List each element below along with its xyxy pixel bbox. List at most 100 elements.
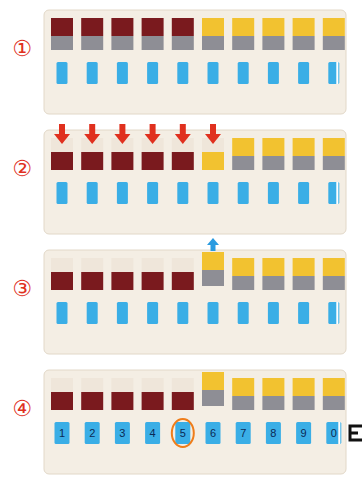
piece-top bbox=[172, 18, 194, 36]
push-arrow-head bbox=[175, 134, 191, 144]
piece-top-down bbox=[51, 272, 73, 290]
push-arrow-head bbox=[54, 134, 70, 144]
key-number: 4 bbox=[146, 423, 160, 443]
piece-top bbox=[323, 138, 345, 156]
piece-gap bbox=[111, 258, 133, 272]
step-number: ④ bbox=[6, 396, 38, 422]
piece-base bbox=[81, 36, 103, 50]
piece-gap bbox=[111, 378, 133, 392]
blue-key bbox=[266, 422, 281, 444]
piece-base bbox=[202, 270, 224, 286]
push-arrow-shaft bbox=[59, 124, 65, 134]
piece-top bbox=[232, 258, 254, 276]
key-stripe bbox=[336, 302, 338, 324]
blue-key bbox=[117, 182, 128, 204]
piece-base bbox=[323, 396, 345, 410]
push-arrow-shaft bbox=[180, 124, 186, 134]
blue-key bbox=[57, 302, 68, 324]
blue-key bbox=[238, 62, 249, 84]
return-mark bbox=[350, 426, 362, 440]
panel-ground bbox=[44, 370, 346, 474]
piece-base bbox=[293, 396, 315, 410]
blue-key bbox=[57, 182, 68, 204]
piece-base bbox=[172, 36, 194, 50]
blue-key bbox=[208, 182, 219, 204]
push-arrow-head bbox=[84, 134, 100, 144]
piece-top bbox=[232, 18, 254, 36]
piece-base bbox=[51, 36, 73, 50]
panel-ground bbox=[44, 250, 346, 354]
key-number: 8 bbox=[266, 423, 280, 443]
blue-key bbox=[177, 62, 188, 84]
key-number: 6 bbox=[206, 423, 220, 443]
blue-key bbox=[87, 182, 98, 204]
blue-key bbox=[268, 182, 279, 204]
blue-key bbox=[268, 62, 279, 84]
piece-top bbox=[142, 18, 164, 36]
piece-top bbox=[51, 18, 73, 36]
piece-top-down bbox=[172, 152, 194, 170]
piece-gap bbox=[51, 378, 73, 392]
blue-key bbox=[208, 62, 219, 84]
key-number: 0 bbox=[327, 423, 341, 443]
blue-key bbox=[328, 62, 339, 84]
blue-key bbox=[117, 302, 128, 324]
lift-arrow-head bbox=[207, 238, 219, 245]
blue-key bbox=[298, 302, 309, 324]
piece-base bbox=[232, 156, 254, 170]
piece-top bbox=[293, 138, 315, 156]
blue-key bbox=[57, 62, 68, 84]
push-arrow-head bbox=[205, 134, 221, 144]
piece-base bbox=[262, 156, 284, 170]
piece-top bbox=[262, 138, 284, 156]
blue-key bbox=[175, 422, 190, 444]
blue-key bbox=[147, 62, 158, 84]
blue-key bbox=[85, 422, 100, 444]
piece-top bbox=[232, 138, 254, 156]
piece-base bbox=[262, 36, 284, 50]
push-arrow-head bbox=[114, 134, 130, 144]
blue-key bbox=[238, 182, 249, 204]
panel-ground bbox=[44, 130, 346, 234]
piece-top-down bbox=[51, 392, 73, 410]
push-arrow-shaft bbox=[89, 124, 95, 134]
key-number: 7 bbox=[236, 423, 250, 443]
key-number: 1 bbox=[55, 423, 69, 443]
key-number: 2 bbox=[85, 423, 99, 443]
blue-key bbox=[238, 302, 249, 324]
piece-top-down bbox=[111, 272, 133, 290]
piece-base bbox=[293, 156, 315, 170]
piece-top bbox=[293, 378, 315, 396]
key-number: 5 bbox=[176, 423, 190, 443]
step-number: ① bbox=[6, 36, 38, 62]
piece-top-down bbox=[81, 272, 103, 290]
piece-base bbox=[202, 390, 224, 406]
key-number: 9 bbox=[297, 423, 311, 443]
blue-key bbox=[268, 302, 279, 324]
piece-gap bbox=[142, 378, 164, 392]
piece-top bbox=[232, 378, 254, 396]
piece-top bbox=[81, 18, 103, 36]
push-arrow-shaft bbox=[150, 124, 156, 134]
piece-top bbox=[323, 258, 345, 276]
key-number: 3 bbox=[115, 423, 129, 443]
piece-top bbox=[293, 18, 315, 36]
piece-top-down bbox=[142, 152, 164, 170]
piece-top bbox=[262, 258, 284, 276]
piece-top bbox=[323, 18, 345, 36]
piece-top-down bbox=[142, 392, 164, 410]
blue-key bbox=[326, 422, 341, 444]
piece-base bbox=[232, 396, 254, 410]
piece-base bbox=[323, 156, 345, 170]
push-arrow-shaft bbox=[210, 124, 216, 134]
piece-gap bbox=[81, 258, 103, 272]
piece-top-down bbox=[111, 152, 133, 170]
key-stripe bbox=[338, 422, 340, 444]
piece-base bbox=[323, 276, 345, 290]
piece-top-down bbox=[81, 152, 103, 170]
piece-gap bbox=[81, 378, 103, 392]
piece-gap bbox=[172, 378, 194, 392]
blue-key bbox=[147, 182, 158, 204]
piece-base bbox=[293, 36, 315, 50]
